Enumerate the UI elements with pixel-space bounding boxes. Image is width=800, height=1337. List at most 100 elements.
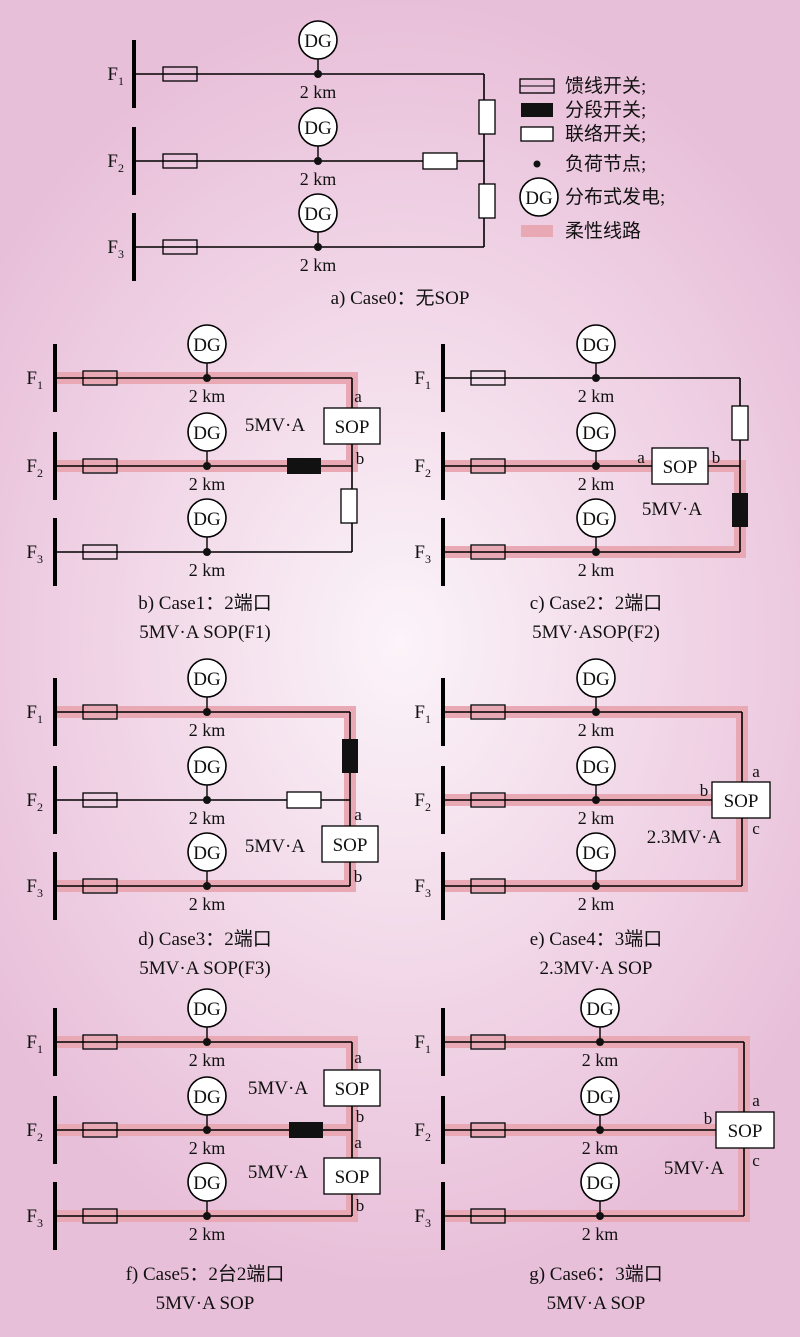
load-node xyxy=(203,1038,211,1046)
case-caption: b) Case1：2端口 xyxy=(138,592,272,614)
distance-label: 2 km xyxy=(189,386,226,406)
case-caption: 5MV·A SOP(F1) xyxy=(139,622,270,643)
load-node xyxy=(203,374,211,382)
port-a: a xyxy=(752,762,760,781)
dg-icon xyxy=(298,107,338,147)
port-a: a xyxy=(354,387,362,406)
port-a: a xyxy=(354,1133,362,1152)
port-a: a xyxy=(637,448,645,467)
legend-label: 负荷节点; xyxy=(565,153,646,175)
distance-label: 2 km xyxy=(189,894,226,914)
distance-label: 2 km xyxy=(189,1138,226,1158)
load-node xyxy=(203,462,211,470)
dg-label: DG xyxy=(304,204,332,225)
dg-icon xyxy=(580,1162,620,1202)
load-node xyxy=(592,548,600,556)
feeder-label: F1 xyxy=(107,64,124,88)
feeder-label: F1 xyxy=(26,1032,43,1056)
feeder-label: F1 xyxy=(414,702,431,726)
load-node xyxy=(203,548,211,556)
distance-label: 2 km xyxy=(578,386,615,406)
dg-label: DG xyxy=(586,999,614,1020)
sop-box xyxy=(323,1157,381,1195)
dg-icon xyxy=(519,177,559,217)
load-node xyxy=(203,882,211,890)
dg-label: DG xyxy=(525,188,553,209)
dg-label: DG xyxy=(582,423,610,444)
case-caption: e) Case4：3端口 xyxy=(530,928,662,950)
dg-icon xyxy=(576,658,616,698)
dg-label: DG xyxy=(304,118,332,139)
load-node xyxy=(596,1212,604,1220)
load-node xyxy=(592,708,600,716)
section-switch xyxy=(521,103,553,117)
legend-label: 分段开关; xyxy=(565,99,646,121)
flexible-line xyxy=(521,225,553,237)
feeder-label: F3 xyxy=(414,1206,431,1230)
distance-label: 2 km xyxy=(582,1138,619,1158)
dg-label: DG xyxy=(586,1173,614,1194)
distance-label: 2 km xyxy=(189,1224,226,1244)
dg-label: DG xyxy=(582,757,610,778)
case-caption: 5MV·A SOP(F3) xyxy=(139,958,270,979)
dg-icon xyxy=(187,1162,227,1202)
sop-capacity: 5MV·A xyxy=(642,499,702,520)
dg-label: DG xyxy=(193,1087,221,1108)
dg-icon xyxy=(576,832,616,872)
sop-label: SOP xyxy=(663,457,698,478)
tie-switch xyxy=(286,791,322,809)
load-node xyxy=(592,374,600,382)
port-b: b xyxy=(700,781,709,800)
dg-icon xyxy=(187,832,227,872)
tie-switch xyxy=(520,126,554,142)
port-b: b xyxy=(356,1196,365,1215)
distance-label: 2 km xyxy=(300,255,337,275)
sop-capacity: 5MV·A xyxy=(664,1158,724,1179)
distance-label: 2 km xyxy=(189,720,226,740)
case-caption: c) Case2：2端口 xyxy=(530,592,662,614)
load-node xyxy=(314,157,322,165)
section-switch xyxy=(289,1122,323,1138)
load-node xyxy=(203,796,211,804)
case-caption: 5MV·ASOP(F2) xyxy=(532,622,660,643)
dg-icon xyxy=(187,498,227,538)
case-caption: 2.3MV·A SOP xyxy=(540,958,653,979)
legend-label: 联络开关; xyxy=(565,123,646,145)
port-c: c xyxy=(752,819,760,838)
feeder-label: F2 xyxy=(414,456,431,480)
port-a: a xyxy=(752,1091,760,1110)
load-node xyxy=(314,243,322,251)
case-caption: d) Case3：2端口 xyxy=(138,928,272,950)
distance-label: 2 km xyxy=(189,474,226,494)
sop-box xyxy=(715,1111,775,1149)
dg-icon xyxy=(576,324,616,364)
load-node xyxy=(592,796,600,804)
dg-label: DG xyxy=(193,999,221,1020)
port-a: a xyxy=(354,1048,362,1067)
feeder-label: F3 xyxy=(414,542,431,566)
dg-icon xyxy=(187,988,227,1028)
dg-label: DG xyxy=(193,423,221,444)
dg-label: DG xyxy=(582,335,610,356)
distance-label: 2 km xyxy=(578,808,615,828)
dg-label: DG xyxy=(193,757,221,778)
distance-label: 2 km xyxy=(189,808,226,828)
legend-label: 柔性线路 xyxy=(565,220,641,242)
distance-label: 2 km xyxy=(578,474,615,494)
feeder-label: F3 xyxy=(414,876,431,900)
dg-label: DG xyxy=(586,1087,614,1108)
tie-switch xyxy=(731,405,749,441)
dg-icon xyxy=(187,1076,227,1116)
dg-label: DG xyxy=(582,843,610,864)
feeder-label: F3 xyxy=(26,542,43,566)
dg-icon xyxy=(187,324,227,364)
tie-switch xyxy=(422,152,458,170)
distance-label: 2 km xyxy=(578,894,615,914)
sop-box xyxy=(711,781,771,819)
